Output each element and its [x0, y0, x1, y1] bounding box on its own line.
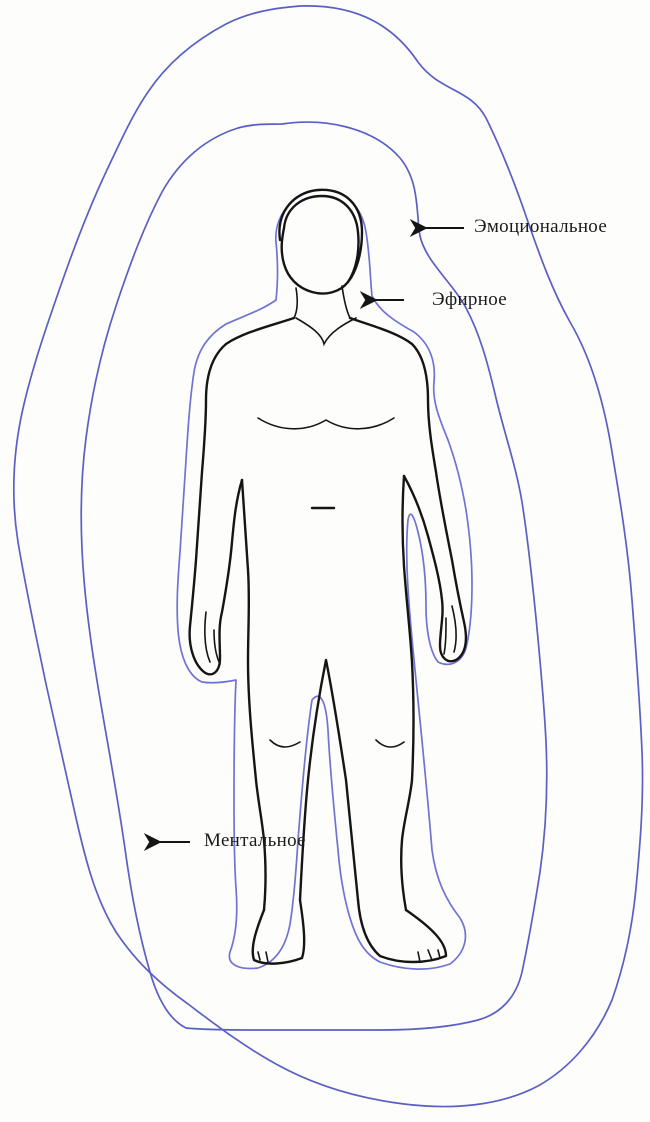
inner-legs — [300, 660, 358, 900]
left-knee — [270, 740, 300, 747]
toes — [258, 950, 440, 962]
hair-outline — [279, 190, 362, 282]
right-knee — [376, 740, 404, 747]
emotional-label: Эмоциональное — [474, 216, 607, 238]
left-hand — [205, 612, 220, 664]
right-hand — [444, 606, 456, 654]
etheric-aura-outline — [177, 190, 472, 969]
head-outline — [282, 196, 359, 294]
mental-label: Ментальное — [204, 830, 306, 852]
collarbone — [296, 318, 356, 344]
neck-left — [294, 288, 297, 318]
neck-right — [342, 286, 350, 318]
mental-aura-outline — [14, 6, 643, 1107]
emotional-aura-outline — [81, 122, 547, 1030]
chest-line — [258, 418, 394, 429]
etheric-label: Эфирное — [432, 289, 507, 311]
right-foot — [358, 900, 446, 962]
